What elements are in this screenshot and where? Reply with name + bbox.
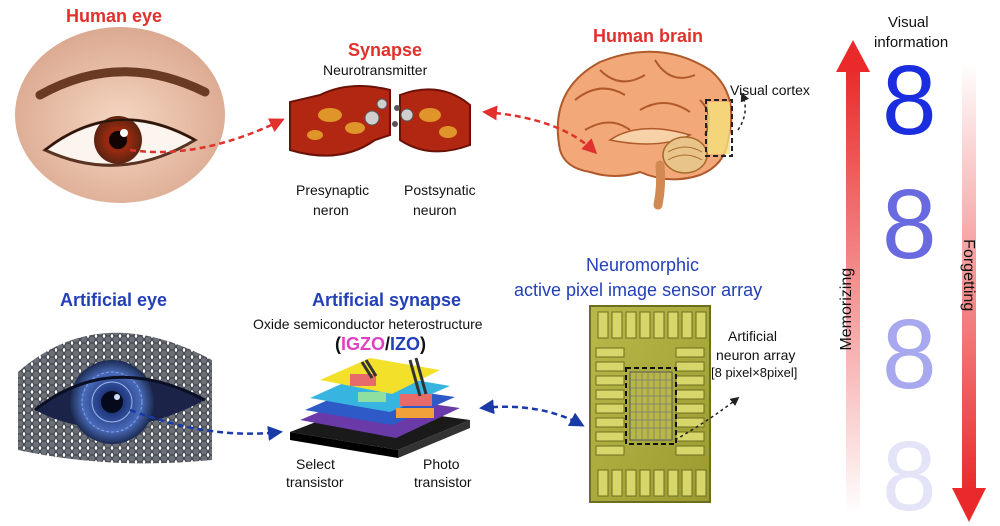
- neuron-array-pointer: [674, 396, 740, 441]
- artificial-eye-label: Artificial eye: [60, 290, 168, 310]
- human-brain-label: Human brain: [593, 26, 704, 46]
- artificial-synapse-device: [290, 357, 470, 458]
- presynaptic-label-line2: neron: [313, 202, 349, 218]
- material-formula: (IGZO/IZO): [335, 334, 426, 355]
- human-eye-label: Human eye: [66, 6, 163, 26]
- select-transistor-label-line2: transistor: [286, 474, 344, 490]
- artificial-neuron-label-line3: [8 pixel×8pixel]: [711, 365, 798, 380]
- photo-transistor-label-line1: Photo: [423, 456, 460, 472]
- digit-medium: 8: [882, 169, 937, 279]
- visual-cortex-pointer: [737, 92, 750, 131]
- memorizing-arrow: [836, 40, 870, 514]
- material-paren-close: ): [420, 334, 427, 354]
- synapse-illustration: [289, 85, 471, 157]
- artificial-synapse-label: Artificial synapse: [312, 290, 462, 310]
- digit-weak: 8: [882, 299, 937, 409]
- photo-transistor-label-line2: transistor: [414, 474, 472, 490]
- digit-strong: 8: [882, 45, 937, 155]
- eye-to-synapse-arrow: [129, 118, 285, 154]
- neuromorphic-label-line2: active pixel image sensor array: [514, 280, 763, 300]
- postsynaptic-label-line1: Postsynatic: [404, 182, 476, 198]
- neuromorphic-label-line1: Neuromorphic: [586, 255, 700, 275]
- heterostructure-label: Oxide semiconductor heterostructure: [253, 316, 483, 332]
- material-slash: /: [385, 334, 391, 354]
- material-igzo: IGZO: [341, 334, 385, 354]
- synapse-label: Synapse: [348, 40, 423, 60]
- visual-information-label-line1: Visual: [888, 14, 929, 31]
- presynaptic-label-line1: Presynaptic: [296, 182, 370, 198]
- digit-faded: 8: [882, 421, 937, 526]
- device-to-chip-arrow: [479, 399, 585, 427]
- artificial-eye-illustration: [18, 332, 212, 464]
- forgetting-arrow: [952, 62, 986, 522]
- artificial-neuron-label-line1: Artificial: [728, 328, 778, 344]
- artificial-neuron-label-line2: neuron array: [716, 347, 796, 363]
- postsynaptic-label-line2: neuron: [413, 202, 457, 218]
- select-transistor-label-line1: Select: [296, 456, 335, 472]
- human-brain-illustration: [556, 50, 733, 210]
- visual-cortex-label: Visual cortex: [730, 82, 810, 98]
- material-paren-open: (: [335, 334, 341, 354]
- human-eye-illustration: [15, 27, 225, 203]
- memorizing-label: Memorizing: [838, 267, 856, 351]
- material-izo: IZO: [390, 334, 421, 354]
- neurotransmitter-label: Neurotransmitter: [323, 62, 428, 78]
- sensor-array-chip: [589, 305, 711, 503]
- eye-to-device-arrow: [129, 408, 283, 441]
- visual-information-label-line2: information: [874, 34, 949, 51]
- forgetting-label: Forgetting: [960, 239, 978, 312]
